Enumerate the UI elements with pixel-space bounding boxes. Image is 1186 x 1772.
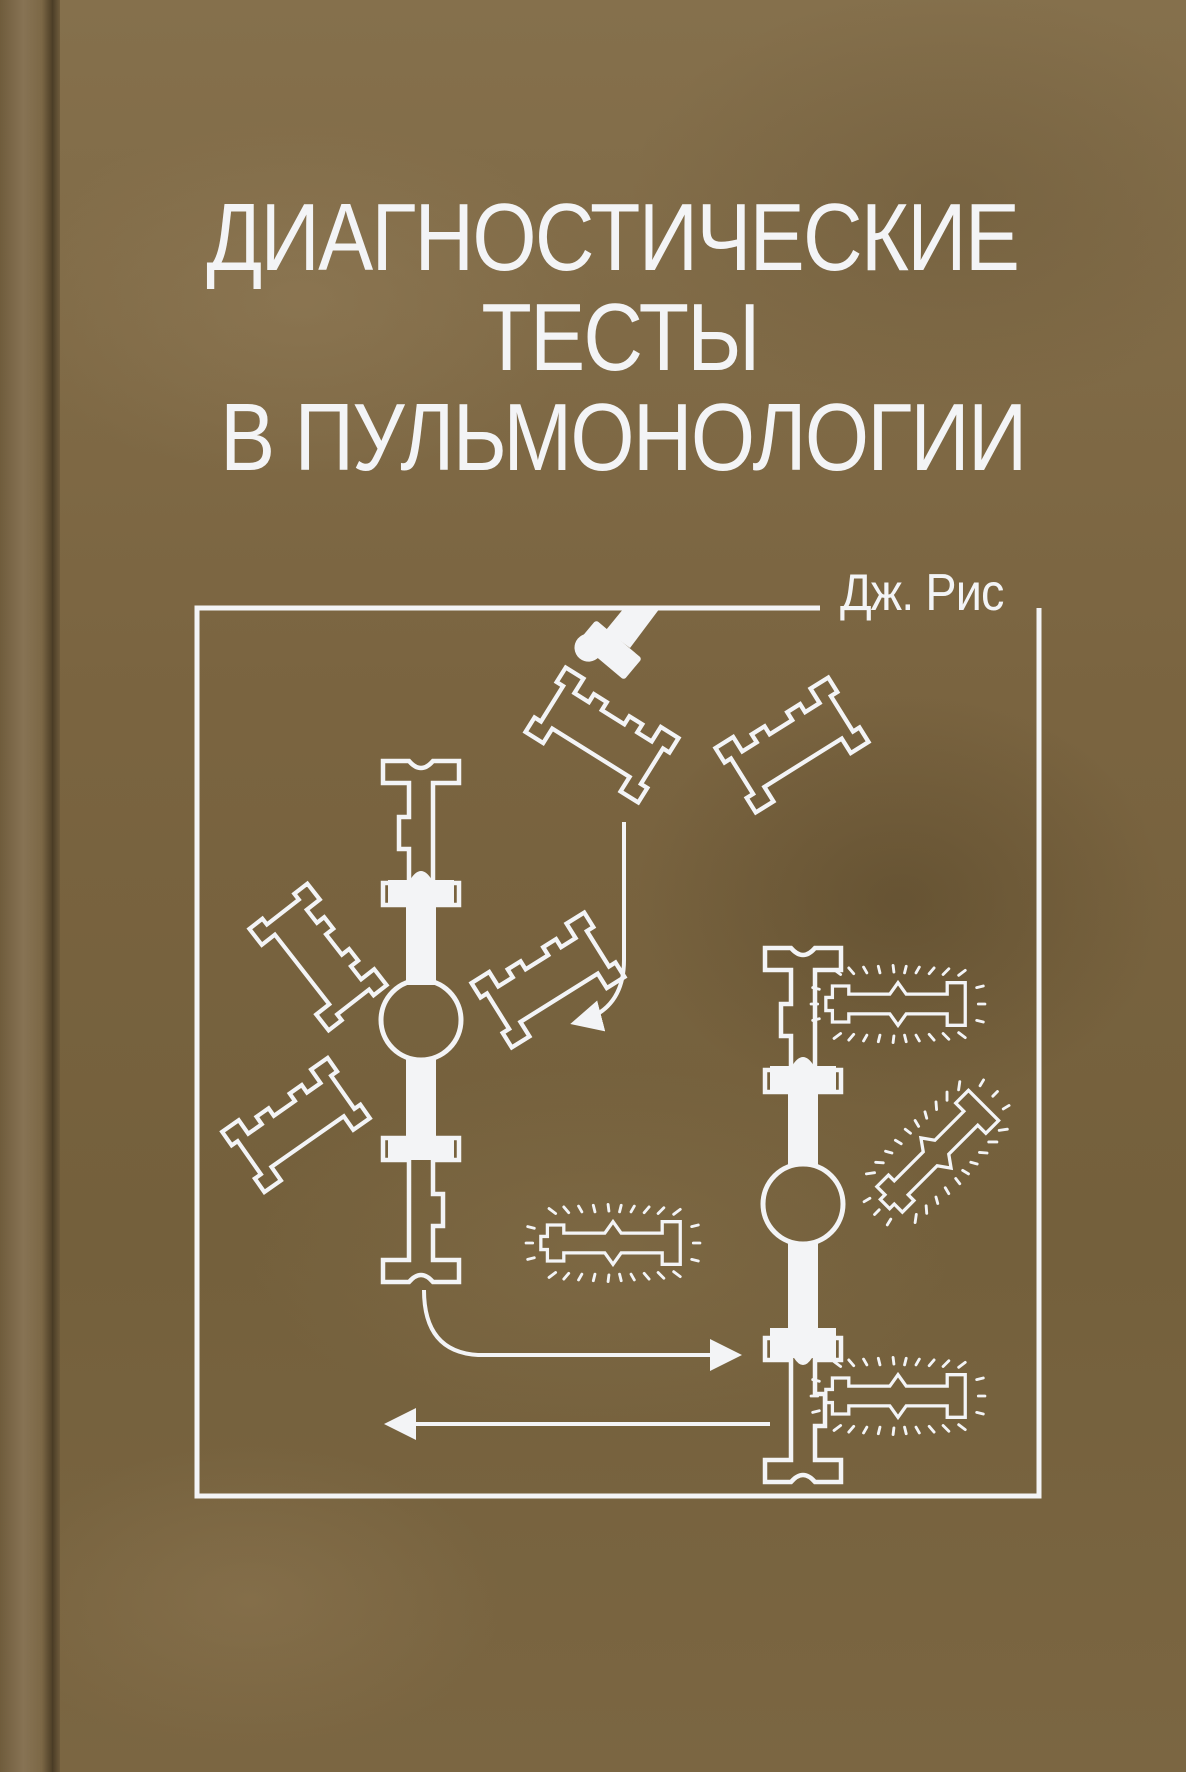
book-title: ДИАГНОСТИЧЕСКИЕ ТЕСТЫ В ПУЛЬМОНОЛОГИИ <box>206 188 1027 488</box>
floating-molecule-top-left-icon <box>525 668 678 803</box>
book-spine <box>0 0 52 1772</box>
glowing-molecule-right-lower-icon <box>809 1355 987 1437</box>
inhaler-nozzle-icon <box>574 608 660 679</box>
receptor-right-icon <box>760 948 846 1482</box>
glowing-molecule-right-diagonal-icon <box>845 1062 1027 1244</box>
receptor-left-icon <box>378 761 464 1282</box>
title-line-2: ТЕСТЫ <box>481 284 760 391</box>
illustration-frame <box>194 605 1042 1499</box>
glowing-molecule-center-icon <box>524 1202 702 1284</box>
floating-molecule-top-right-icon <box>715 678 868 813</box>
molecule-docking-icon <box>471 913 624 1048</box>
author-name: Дж. Рис <box>840 564 1004 622</box>
curved-arrow-down-icon <box>570 822 626 1032</box>
molecule-left-lower-icon <box>222 1058 370 1192</box>
glowing-molecule-right-upper-icon <box>809 963 987 1045</box>
spine-hinge <box>52 0 60 1772</box>
arrow-right-icon <box>422 1289 742 1371</box>
molecule-left-upper-icon <box>249 884 386 1031</box>
title-line-3: В ПУЛЬМОНОЛОГИИ <box>220 384 1027 491</box>
title-line-1: ДИАГНОСТИЧЕСКИЕ <box>206 184 1020 291</box>
